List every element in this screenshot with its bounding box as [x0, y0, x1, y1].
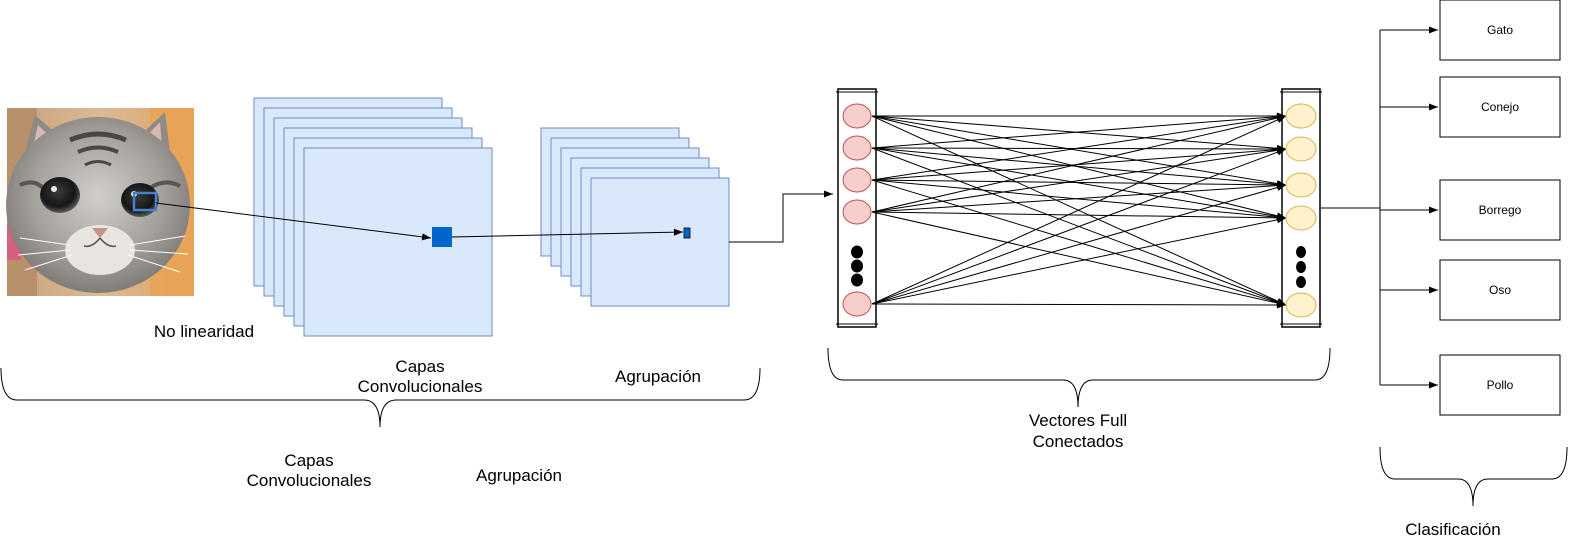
input-neuron — [842, 291, 872, 317]
class-label: Borrego — [1479, 203, 1522, 217]
fc-connection — [871, 115, 1287, 187]
conv-feature-maps — [253, 97, 493, 337]
cat-right-eye — [121, 183, 159, 217]
class-box-conejo: Conejo — [1439, 76, 1561, 138]
fc-connection — [871, 182, 1287, 213]
arrow-pool-to-fc — [729, 190, 833, 243]
output-ellipsis-dots — [1296, 246, 1306, 288]
fc-connection — [871, 216, 1287, 305]
fc-connections — [871, 112, 1287, 309]
conv-kernel-output — [432, 227, 452, 247]
brace-fully-connected — [827, 347, 1331, 408]
fc-connection — [871, 113, 1287, 181]
label-clasificacion: Clasificación — [1405, 520, 1500, 539]
class-label: Gato — [1487, 23, 1513, 37]
arrow-conv-to-pool — [451, 228, 684, 238]
fc-connection — [871, 115, 1287, 305]
class-box-borrego: Borrego — [1439, 179, 1561, 241]
output-neuron — [1285, 136, 1317, 162]
fc-connection — [871, 179, 1287, 306]
brace-feature-extraction — [0, 367, 761, 428]
fc-connection — [871, 147, 1287, 188]
fc-connection — [871, 301, 1287, 309]
class-box-gato: Gato — [1439, 0, 1561, 61]
fc-connection — [871, 179, 1287, 189]
arrow-photo-to-conv — [155, 202, 432, 241]
input-neurons — [842, 103, 872, 317]
pool-map — [590, 177, 730, 307]
label-agrupacion: Agrupación — [615, 367, 701, 386]
output-neuron — [1285, 172, 1317, 198]
input-ellipsis-dots — [851, 245, 863, 287]
output-neuron — [1285, 103, 1317, 129]
class-label: Conejo — [1481, 100, 1519, 114]
pooling-maps — [540, 127, 730, 307]
fc-connection — [871, 146, 1287, 213]
cat-nose — [92, 228, 108, 238]
fc-connection — [871, 184, 1287, 305]
class-box-oso: Oso — [1439, 259, 1561, 321]
label-capas2-line1: Capas — [284, 451, 333, 470]
label-no-linearidad: No linearidad — [154, 322, 254, 341]
brace-classification — [1379, 446, 1568, 507]
label-vectores-line2: Conectados — [1033, 432, 1124, 451]
classification-connectors — [1321, 26, 1438, 389]
fc-connection — [871, 211, 1287, 222]
class-box-pollo: Pollo — [1439, 354, 1561, 416]
fc-connection — [871, 113, 1287, 149]
label-agrupacion2: Agrupación — [476, 466, 562, 485]
label-capas-line2: Convolucionales — [358, 377, 483, 396]
output-neurons — [1285, 103, 1317, 318]
input-neuron — [842, 103, 872, 129]
fc-connection — [871, 211, 1287, 307]
class-label: Pollo — [1487, 378, 1514, 392]
receptive-field-box — [132, 191, 158, 212]
output-neuron — [1285, 292, 1317, 318]
label-vectores-line1: Vectores Full — [1029, 411, 1127, 430]
label-capas2-line2: Convolucionales — [247, 471, 372, 490]
input-neuron — [842, 135, 872, 161]
cat-photo — [6, 108, 194, 296]
input-neuron — [842, 199, 872, 225]
feature-map — [303, 147, 493, 337]
pool-output-cell — [683, 227, 691, 239]
output-neuron — [1285, 205, 1317, 231]
input-neuron — [842, 167, 872, 193]
fc-connection — [871, 114, 1287, 213]
fc-connection — [871, 148, 1287, 305]
label-capas-line1: Capas — [395, 357, 444, 376]
class-label: Oso — [1489, 283, 1511, 297]
cat-left-eye — [40, 177, 80, 213]
